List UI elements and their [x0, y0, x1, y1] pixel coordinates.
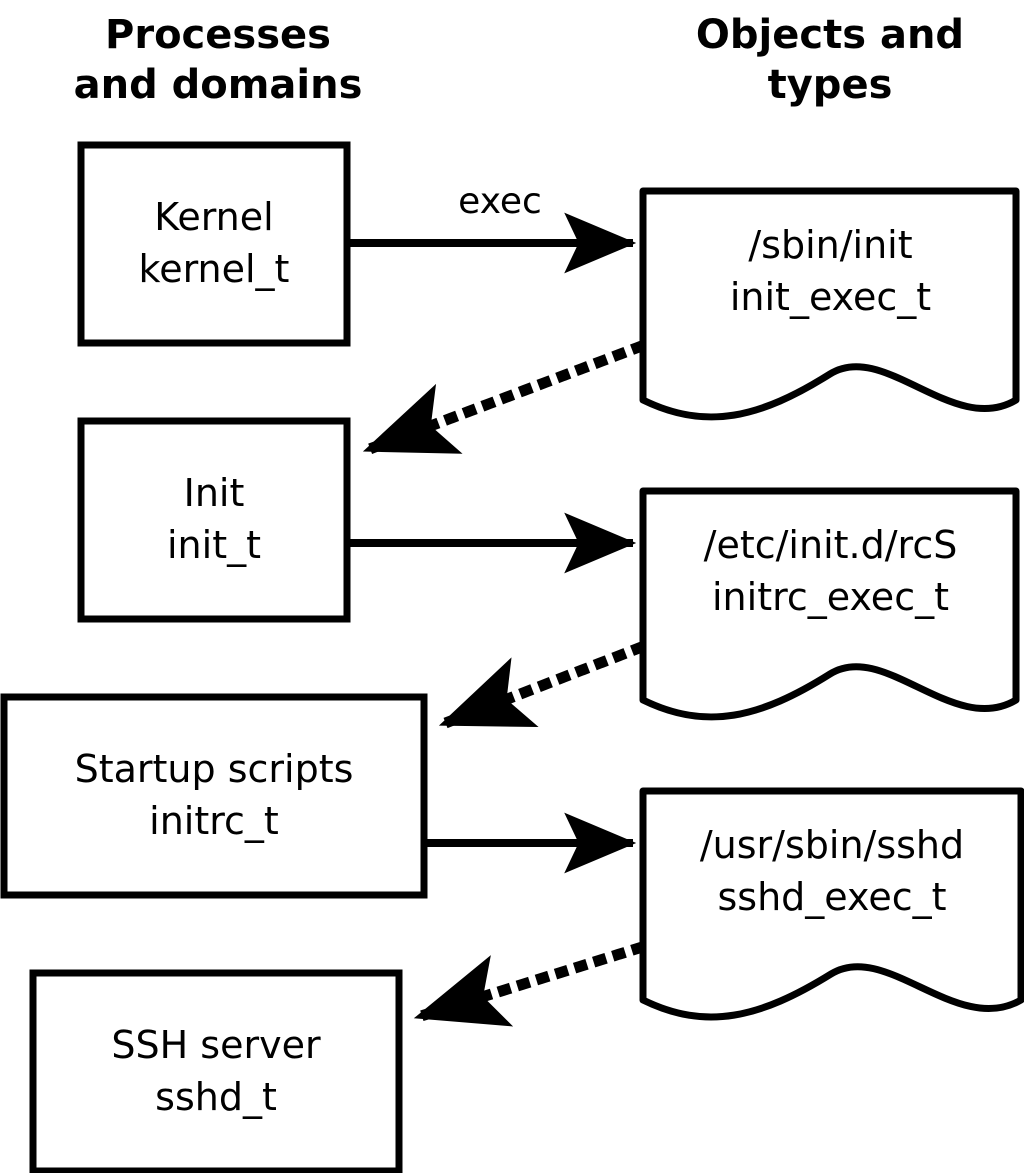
column-header-objects-line2: types	[767, 62, 893, 108]
edge-sshd_exec-transition-sshd	[411, 941, 646, 1027]
object-node-initrc_exec[interactable]	[639, 487, 1020, 721]
process-node-init[interactable]	[77, 417, 351, 623]
process-node-kernel[interactable]	[77, 141, 351, 347]
edge-label-exec: exec	[458, 181, 542, 222]
edge-initrc_exec-transition-initrc	[435, 640, 647, 732]
process-node-initrc[interactable]	[0, 693, 428, 899]
object-node-init_exec[interactable]	[639, 187, 1020, 421]
object-node-sshd_exec[interactable]	[639, 787, 1024, 1021]
process-node-sshd[interactable]	[29, 969, 403, 1173]
column-header-objects-line1: Objects and	[695, 12, 965, 58]
column-header-processes: Processes and domains	[28, 10, 408, 110]
column-header-processes-line1: Processes	[105, 12, 331, 58]
column-header-objects: Objects and types	[640, 10, 1020, 110]
column-header-processes-line2: and domains	[73, 62, 363, 108]
edge-init_exec-transition-init	[359, 339, 647, 458]
